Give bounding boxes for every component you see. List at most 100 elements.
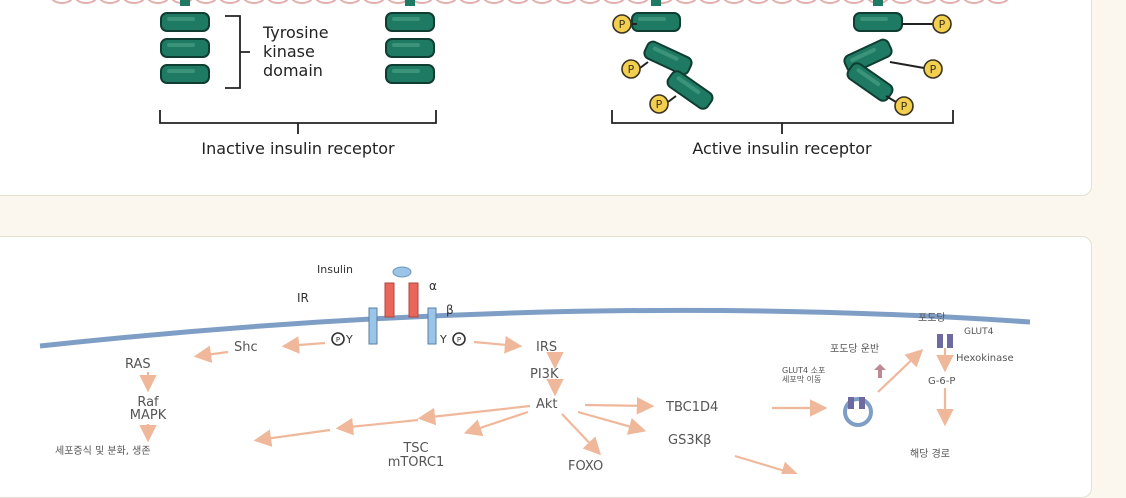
tbc1d4-node: TBC1D4 <box>665 400 718 415</box>
membrane-beads <box>51 0 1009 4</box>
domain-bracket <box>225 15 250 89</box>
membrane-bead <box>363 0 385 4</box>
vesicle-glut4-right <box>859 397 865 409</box>
svg-text:P: P <box>656 98 663 111</box>
signaling-pathway: Insulin IR α β P Y Y P Shc RAS <box>39 263 1031 474</box>
membrane-bead <box>267 0 289 4</box>
mapk-node: MAPK <box>130 408 167 423</box>
active-receptor-right <box>841 0 934 105</box>
inactive-receptor-left <box>160 0 210 84</box>
membrane-bead <box>579 0 601 4</box>
phospho-right-1: P <box>932 14 952 34</box>
membrane-bead <box>123 0 145 4</box>
membrane-bead <box>75 0 97 4</box>
g6p-label: G-6-P <box>928 376 955 387</box>
membrane-bead <box>795 0 817 4</box>
domain-label-line2: kinase <box>263 42 315 61</box>
inactive-caption: Inactive insulin receptor <box>201 139 395 158</box>
shc-node: Shc <box>234 340 258 355</box>
mtorc1-node: mTORC1 <box>388 455 445 470</box>
ras-node: RAS <box>125 357 151 372</box>
receptor-diagram: Tyrosine kinase domain Inactive insulin … <box>51 0 1009 158</box>
active-bracket <box>611 110 954 134</box>
ir-label: IR <box>297 291 309 305</box>
cell-membrane <box>39 307 1031 349</box>
membrane-bead <box>891 0 913 4</box>
svg-text:P: P <box>901 100 908 113</box>
phospho-right-3: P <box>894 96 914 116</box>
membrane-bead <box>915 0 937 4</box>
phospho-right <box>452 332 466 346</box>
svg-text:P: P <box>939 18 946 31</box>
phospho-left <box>331 332 345 346</box>
membrane-bead <box>219 0 241 4</box>
growth-outcome: 세포증식 및 분화, 생존 <box>55 445 151 457</box>
membrane-bead <box>939 0 961 4</box>
raf-node: Raf <box>137 395 159 410</box>
glut4-label: GLUT4 <box>964 327 994 337</box>
membrane-bead <box>483 0 505 4</box>
membrane-bead <box>843 0 865 4</box>
membrane-bead <box>411 0 433 4</box>
inactive-bracket <box>159 110 437 134</box>
svg-text:P: P <box>457 336 461 344</box>
membrane-bead <box>603 0 625 4</box>
inactive-receptor-right <box>385 0 435 84</box>
phospho-left-2: P <box>621 59 641 79</box>
hexokinase-label: Hexokinase <box>956 353 1014 364</box>
membrane-bead <box>699 0 721 4</box>
tyrosine-left: Y <box>345 333 353 346</box>
membrane-bead <box>387 0 409 4</box>
akt-node: Akt <box>536 397 558 412</box>
membrane-bead <box>771 0 793 4</box>
membrane-bead <box>555 0 577 4</box>
gs3k-node: GS3Kβ <box>668 433 711 448</box>
beta-label: β <box>446 303 454 317</box>
membrane-bead <box>747 0 769 4</box>
pi3k-node: PI3K <box>530 367 559 382</box>
membrane-bead <box>195 0 217 4</box>
membrane-bead <box>51 0 73 4</box>
svg-text:P: P <box>930 63 937 76</box>
membrane-bead <box>963 0 985 4</box>
glycolysis-label: 해당 경로 <box>910 447 950 460</box>
svg-text:P: P <box>628 63 635 76</box>
up-arrow-icon <box>874 364 886 378</box>
membrane-bead <box>315 0 337 4</box>
foxo-node: FOXO <box>568 459 603 474</box>
vesicle-glut4-left <box>848 397 854 409</box>
svg-text:P: P <box>336 336 340 344</box>
phospho-right-2: P <box>923 59 943 79</box>
membrane-bead <box>99 0 121 4</box>
membrane-bead <box>459 0 481 4</box>
glucose-transport-label: 포도당 운반 <box>830 343 879 355</box>
membrane-bead <box>507 0 529 4</box>
membrane-bead <box>819 0 841 4</box>
membrane-bead <box>291 0 313 4</box>
membrane-bead <box>147 0 169 4</box>
membrane-bead <box>435 0 457 4</box>
glucose-label: 포도당 <box>918 312 946 324</box>
membrane-bead <box>531 0 553 4</box>
membrane-bead <box>675 0 697 4</box>
membrane-bead <box>243 0 265 4</box>
tyrosine-right: Y <box>439 333 447 346</box>
membrane-bead <box>987 0 1009 4</box>
tsc-node: TSC <box>402 441 428 456</box>
insulin-receptor <box>368 282 437 345</box>
membrane-bead <box>627 0 649 4</box>
receptor-panel <box>0 0 1092 196</box>
pathway-arrows <box>139 336 954 474</box>
glut4-vesicle-label-1: GLUT4 소포 <box>782 366 825 375</box>
insulin-molecule <box>392 266 412 278</box>
alpha-label: α <box>429 279 437 293</box>
phospho-left-1: P <box>612 14 632 34</box>
membrane-bead <box>339 0 361 4</box>
phospho-left-3: P <box>649 94 669 114</box>
membrane-glut4-left <box>937 334 943 348</box>
membrane-bead <box>651 0 673 4</box>
svg-text:P: P <box>619 18 626 31</box>
glut4-vesicle <box>843 397 873 427</box>
membrane-bead <box>723 0 745 4</box>
insulin-label: Insulin <box>317 263 353 276</box>
